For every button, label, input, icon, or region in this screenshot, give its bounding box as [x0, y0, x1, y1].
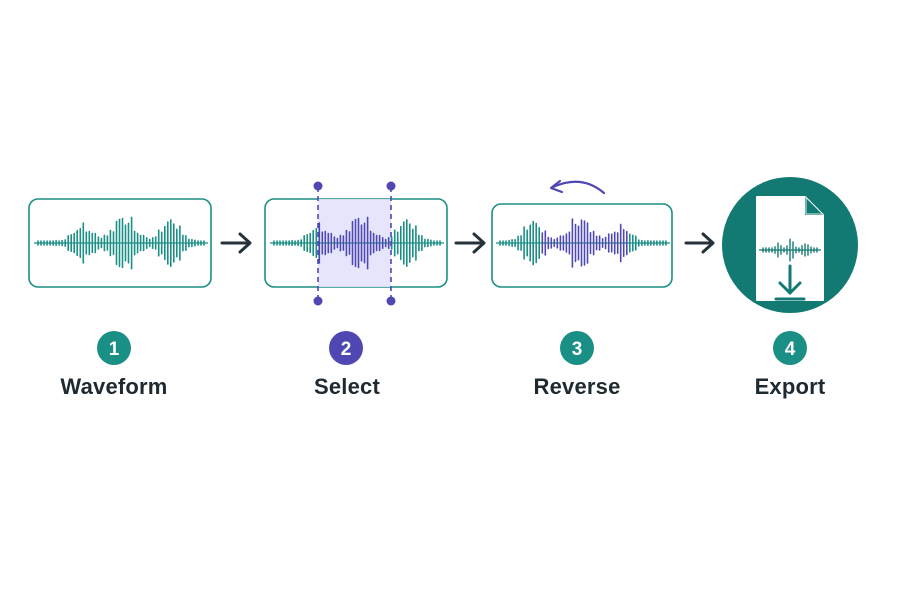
- svg-text:3: 3: [572, 339, 583, 360]
- step-badge-3: 3: [560, 331, 594, 365]
- waveform-icon: [759, 238, 821, 262]
- waveform-icon: [270, 216, 444, 270]
- step-label-export: Export: [754, 374, 826, 399]
- step-badge-2: 2: [329, 331, 363, 365]
- reverse-icon: [549, 179, 606, 195]
- svg-text:2: 2: [341, 339, 352, 360]
- waveform-icon: [496, 218, 670, 268]
- arrow-right-icon: [220, 232, 252, 254]
- step-badge-4: 4: [773, 331, 807, 365]
- step-2-select-panel: [264, 181, 448, 306]
- selection-icon: [313, 181, 396, 306]
- arrow-right-icon: [454, 232, 486, 254]
- step-label-waveform: Waveform: [60, 374, 168, 399]
- download-arrow-icon: [774, 264, 806, 301]
- step-3-reverse-panel: [491, 179, 673, 288]
- export-file-icon: [722, 177, 858, 313]
- svg-text:1: 1: [109, 339, 120, 360]
- svg-text:4: 4: [785, 339, 796, 360]
- arrow-right-icon: [684, 232, 715, 254]
- step-label-select: Select: [313, 374, 381, 399]
- step-label-reverse: Reverse: [533, 374, 621, 399]
- step-badge-1: 1: [97, 331, 131, 365]
- waveform-icon: [34, 216, 208, 270]
- step-1-waveform-panel: [28, 198, 212, 288]
